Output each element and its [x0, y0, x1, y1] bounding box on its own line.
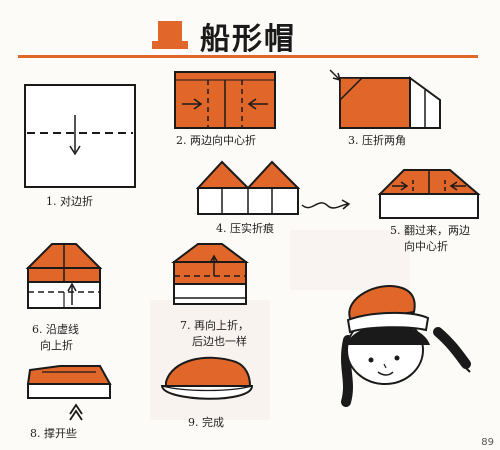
step-9-diagram: [160, 356, 254, 400]
step-5-label: 5. 翻过来，两边 向中心折: [390, 224, 470, 253]
step-9-label: 9. 完成: [188, 416, 224, 429]
step-7-diagram: [171, 243, 249, 305]
step-6-diagram: [25, 243, 103, 309]
page-number: 89: [481, 437, 494, 448]
title-area: 船形帽: [150, 14, 296, 58]
step-8-diagram: [26, 365, 112, 421]
step-1-label: 1. 对边折: [46, 195, 93, 208]
step-2-label: 2. 两边向中心折: [176, 134, 256, 147]
step-5-diagram: [377, 169, 481, 219]
step-8-label: 8. 撑开些: [30, 427, 77, 440]
top-hat-icon: [152, 21, 188, 49]
step-2-diagram: [174, 71, 276, 129]
page-title: 船形帽: [200, 22, 296, 57]
step-3-label: 3. 压折两角: [348, 134, 406, 147]
step-4-label: 4. 压实折痕: [216, 222, 274, 235]
step-7-label: 7. 再向上折， 后边也一样: [180, 319, 249, 348]
girl-wearing-hat-illustration: [341, 285, 471, 407]
step-6-label: 6. 沿虚线 向上折: [32, 323, 79, 352]
step-4-diagram: [195, 160, 351, 215]
step-3-diagram: [329, 69, 441, 129]
header-rule: [18, 55, 478, 58]
step-1-diagram: [24, 84, 136, 188]
